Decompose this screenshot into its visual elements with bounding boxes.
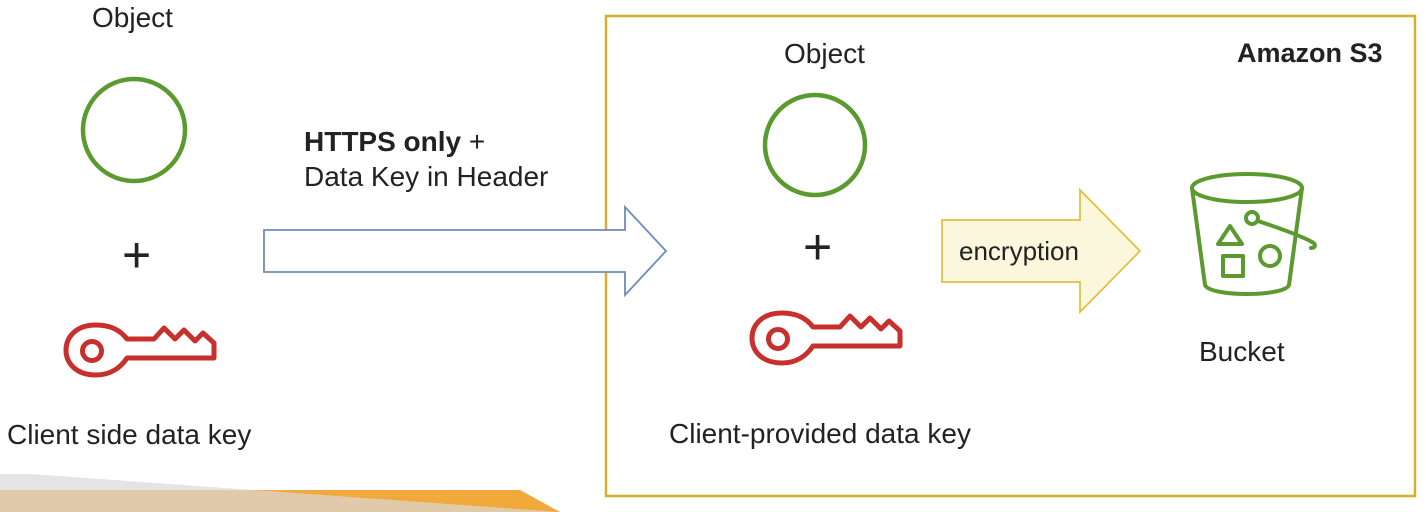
encryption-arrow [941,187,1142,315]
transfer-line-2: Data Key in Header [304,161,549,192]
client-object-label: Object [92,2,173,33]
s3-title: Amazon S3 [1237,38,1383,68]
https-transfer-arrow [263,204,668,298]
s3-object-label: Object [784,38,865,69]
https-plus-text: + [461,126,486,157]
s3-plus-sign: + [803,219,833,275]
client-object-icon [80,76,188,184]
transfer-line-1: HTTPS only + [304,124,548,159]
client-plus-sign: + [122,227,152,283]
footer-strip [0,474,560,512]
s3-key-icon [749,310,903,366]
https-only-text: HTTPS only [304,126,462,157]
bucket-label: Bucket [1199,336,1285,367]
s3-key-label: Client-provided data key [669,418,971,449]
s3-object-icon [762,92,868,198]
client-key-icon [63,322,217,378]
client-key-label: Client side data key [7,419,252,450]
encryption-label: encryption [959,236,1079,266]
s3-bucket-icon [1190,172,1317,296]
transfer-label: HTTPS only + Data Key in Header [304,124,548,194]
